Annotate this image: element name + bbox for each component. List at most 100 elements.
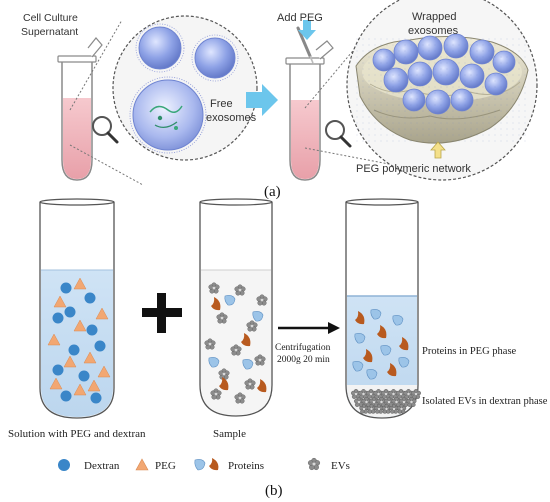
magnifier-icon	[325, 120, 352, 148]
network-pointer-arrow	[430, 141, 446, 159]
evs-phase-label: Isolated EVs in dextran phase	[422, 396, 548, 407]
dextran-particle	[94, 340, 106, 352]
legend-dextran: Dextran	[58, 459, 120, 472]
free-exosome	[135, 23, 185, 73]
ev-particle	[204, 338, 216, 350]
ev-particle	[246, 320, 258, 332]
legend-proteins-label: Proteins	[228, 460, 264, 472]
dextran-particle	[84, 292, 96, 304]
peg-network-label: PEG polymeric network	[356, 163, 471, 175]
protein-dark-particle	[241, 333, 251, 347]
protein-dark-particle	[363, 349, 373, 363]
protein-light-particle	[366, 369, 378, 380]
dextran-particle	[52, 312, 64, 324]
protein-light-icon	[194, 459, 206, 471]
centrifugation-label-line2: 2000g 20 min	[277, 355, 330, 365]
ev-particle	[411, 389, 421, 399]
protein-light-particle	[398, 357, 410, 368]
legend-dextran-label: Dextran	[84, 460, 120, 472]
peg-particle	[49, 377, 63, 390]
proteins-phase-label: Proteins in PEG phase	[422, 346, 517, 357]
panel-b-caption: (b)	[265, 483, 283, 499]
protein-light-particle	[352, 361, 364, 372]
free-exosome	[191, 34, 239, 82]
ev-particle	[210, 388, 222, 400]
centrifugation-arrow	[278, 322, 340, 334]
ev-particle	[216, 312, 228, 324]
protein-light-particle	[208, 357, 220, 368]
ev-particle	[234, 392, 246, 404]
protein-light-particle	[392, 315, 404, 326]
peg-icon	[135, 458, 149, 471]
dextran-icon	[58, 459, 70, 471]
protein-dark-particle	[377, 325, 387, 339]
peg-particle	[83, 351, 97, 364]
protein-light-particle	[224, 295, 236, 306]
tube-b2-particles	[204, 282, 268, 404]
wrapped-exosomes-label-line1: Wrapped	[412, 11, 456, 23]
dextran-particle	[64, 306, 76, 318]
ev-particle	[234, 284, 246, 296]
tube-b1	[39, 198, 115, 419]
peg-particle	[63, 355, 77, 368]
dextran-particle	[86, 324, 98, 336]
tube-a2	[285, 26, 334, 181]
free-exosomes-label-line1: Free	[210, 98, 233, 110]
zoom-guide	[69, 144, 144, 186]
dextran-particle	[90, 392, 102, 404]
dextran-particle	[78, 370, 90, 382]
free-exosome-large	[129, 76, 207, 154]
cell-culture-label-line1: Cell Culture	[23, 12, 78, 24]
legend-evs: EVs	[307, 457, 350, 472]
peg-particle	[47, 333, 61, 346]
ev-particle	[208, 282, 220, 294]
plus-icon	[142, 293, 182, 333]
peg-particle	[73, 319, 87, 332]
ev-icon	[307, 457, 321, 471]
free-exosomes-label-line2: exosomes	[206, 112, 257, 124]
ev-particle	[396, 389, 406, 399]
transition-arrow	[246, 84, 278, 116]
peg-particle	[73, 277, 87, 290]
zoom-circle-wrapped-exosomes: Wrapped exosomes	[346, 0, 538, 181]
protein-dark-particle	[399, 337, 409, 351]
dextran-particle	[60, 282, 72, 294]
legend-peg-label: PEG	[155, 460, 176, 472]
tube-a1	[57, 37, 103, 181]
tube-b1-label: Solution with PEG and dextran	[8, 428, 146, 440]
zoom-guide	[69, 19, 123, 111]
ev-particle	[396, 404, 407, 414]
zoom-guide	[304, 27, 373, 109]
tube-b1-particles	[47, 277, 111, 404]
panel-b: Solution with PEG and dextran Sample Cen…	[8, 198, 548, 499]
ev-particle	[244, 378, 256, 390]
peg-particle	[97, 365, 111, 378]
protein-light-particle	[242, 359, 254, 370]
wrapped-exosomes-label-line2: exosomes	[408, 25, 459, 37]
dextran-particle	[60, 390, 72, 402]
protein-dark-particle	[355, 311, 365, 325]
tube-b2-label: Sample	[213, 428, 246, 440]
peg-particle	[87, 379, 101, 392]
zoom-circle-free-exosomes: Free exosomes	[112, 15, 258, 161]
protein-light-particle	[380, 345, 392, 356]
ev-particle	[230, 344, 242, 356]
legend: Dextran PEG Proteins EVs	[58, 457, 350, 472]
ev-particle	[406, 397, 417, 407]
dextran-particle	[52, 364, 64, 376]
protein-dark-icon	[209, 458, 219, 471]
peg-particle	[95, 307, 109, 320]
dextran-particle	[68, 344, 80, 356]
add-peg-arrow	[298, 20, 316, 40]
ev-particle	[388, 389, 399, 399]
peg-particle	[73, 383, 87, 396]
protein-light-particle	[252, 311, 264, 322]
protein-dark-particle	[387, 363, 397, 377]
panel-a: Free exosomes Cell Culture Supernatant A…	[21, 0, 538, 200]
peg-particle	[53, 295, 67, 308]
protein-light-particle	[370, 309, 382, 320]
protein-dark-particle	[219, 377, 229, 391]
tube-b3	[345, 198, 419, 419]
